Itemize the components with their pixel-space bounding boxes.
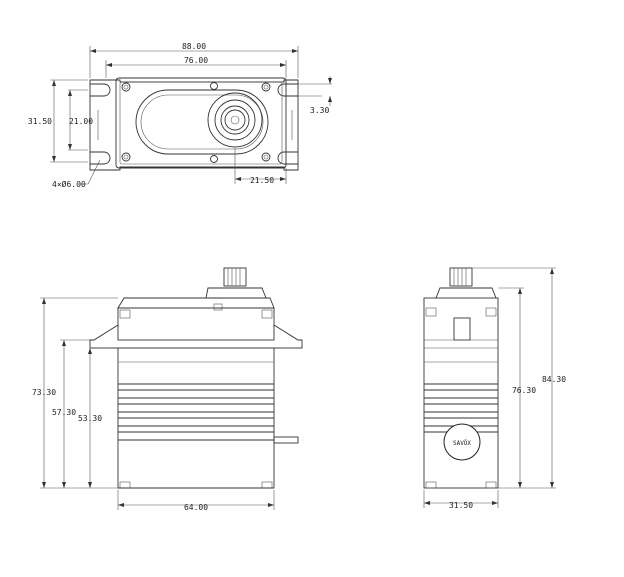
dim-tab-thickness: 3.30	[310, 106, 329, 115]
dim-width: 64.00	[184, 503, 208, 512]
dim-height-inner: 21.00	[69, 117, 93, 126]
dim-side-total-height: 84.30	[542, 375, 566, 384]
dim-flange-height: 57.30	[52, 408, 76, 417]
dim-height-outer: 31.50	[28, 117, 52, 126]
dim-body-height: 53.30	[78, 414, 102, 423]
brand-label: SAVÖX	[453, 440, 471, 447]
dim-shaft-offset: 21.50	[250, 176, 274, 185]
side-view: SAVÖX 76.30 84.30 31.50	[423, 267, 566, 510]
dim-depth: 31.50	[449, 501, 473, 510]
top-view: 88.00 76.00 31.50 21.00 3.30	[28, 42, 332, 189]
dim-side-body-height: 76.30	[512, 386, 536, 395]
dim-width-inner: 76.00	[184, 56, 208, 65]
front-view: 73.30 57.30 53.30 64.00	[32, 267, 303, 512]
dim-width-outer: 88.00	[182, 42, 206, 51]
dim-total-height: 73.30	[32, 388, 56, 397]
dim-holes: 4×Ø6.00	[52, 179, 86, 189]
